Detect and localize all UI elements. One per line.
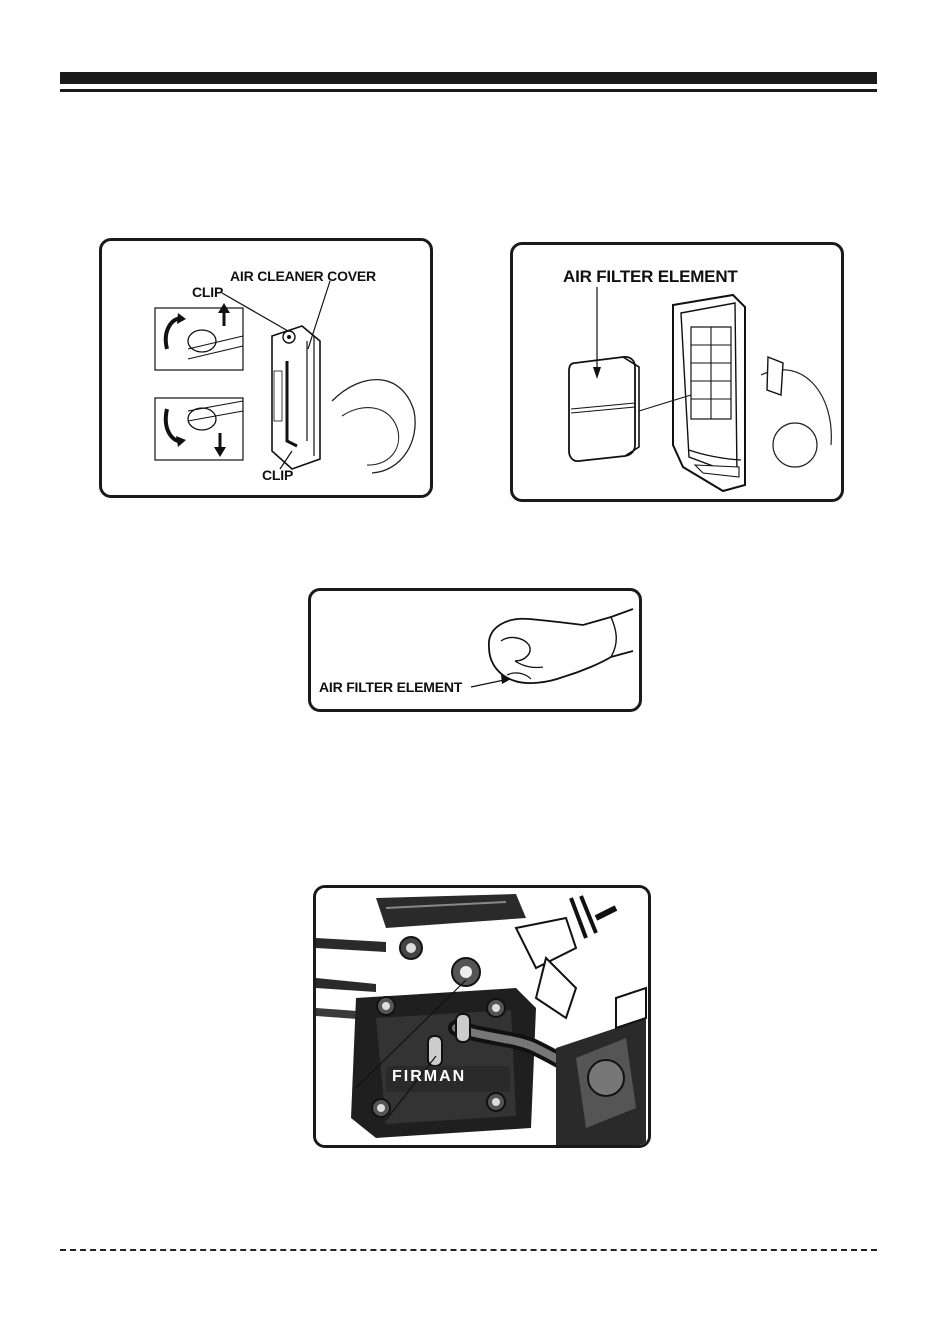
- engine-brand-plate: FIRMAN: [392, 1068, 466, 1086]
- figure-air-filter-element: AIR FILTER ELEMENT: [510, 242, 844, 502]
- header-rule-thin: [60, 89, 877, 92]
- label-clip-top: CLIP: [192, 284, 223, 300]
- figure-squeeze-element: AIR FILTER ELEMENT: [308, 588, 642, 712]
- label-air-filter-element-squeeze: AIR FILTER ELEMENT: [319, 679, 462, 695]
- header-rule-thick: [60, 72, 877, 84]
- footer-dashed-rule: [60, 1249, 877, 1251]
- label-air-cleaner-cover: AIR CLEANER COVER: [230, 268, 376, 284]
- label-air-filter-element: AIR FILTER ELEMENT: [563, 267, 738, 287]
- engine-illustration: [316, 888, 648, 1145]
- label-clip-bottom: CLIP: [262, 467, 293, 483]
- figure-air-cleaner-cover: AIR CLEANER COVER CLIP CLIP: [99, 238, 433, 498]
- figure-engine: FIRMAN: [313, 885, 651, 1148]
